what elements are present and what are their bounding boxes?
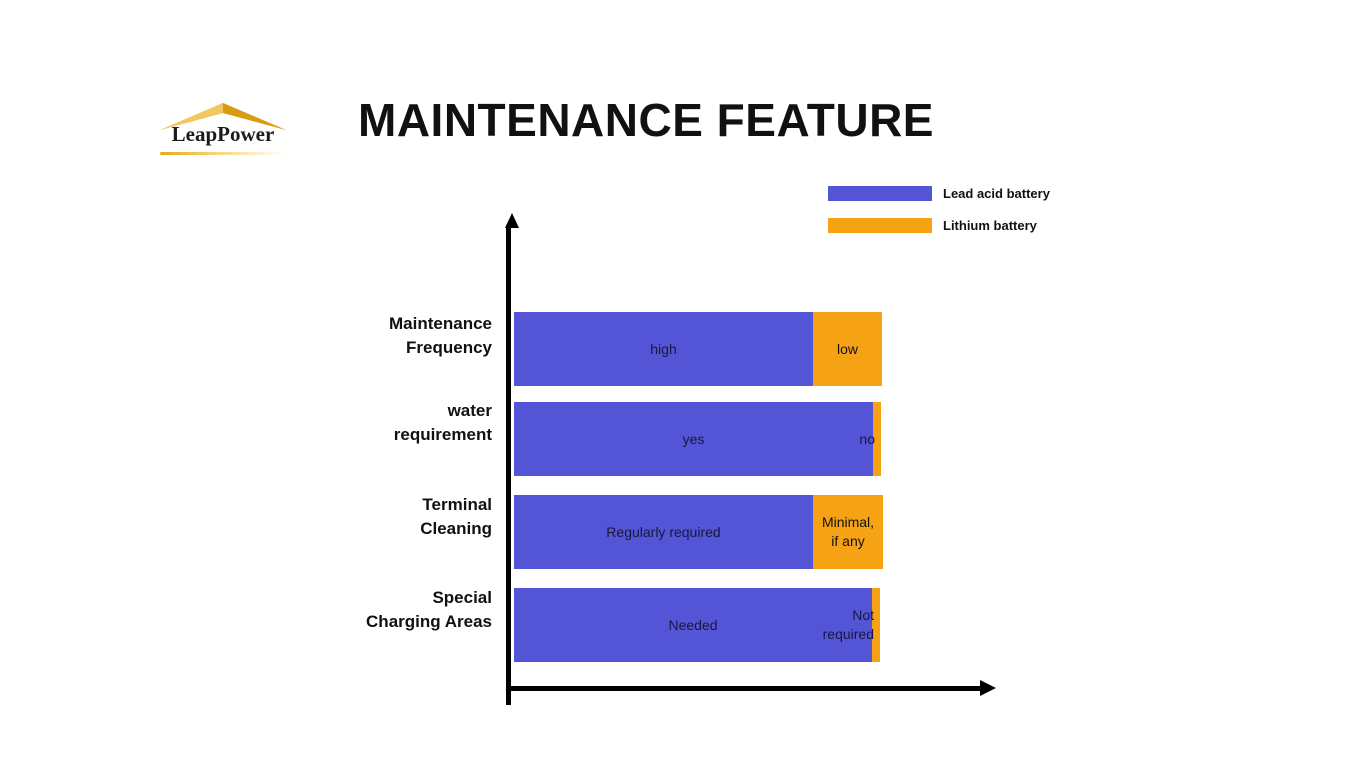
category-label-special-charging-areas: Special Charging Areas: [252, 586, 492, 634]
legend-item-lithium: Lithium battery: [828, 215, 1050, 235]
legend-label-lithium: Lithium battery: [943, 217, 1037, 233]
bar-segment-label-line: required: [822, 626, 874, 642]
bar-segment-label-line: if any: [831, 533, 865, 549]
legend-item-lead-acid: Lead acid battery: [828, 183, 1050, 203]
category-label-terminal-cleaning: Terminal Cleaning: [252, 493, 492, 541]
bar-segment-label: Regularly required: [606, 523, 721, 540]
legend-swatch-lithium: [828, 217, 932, 233]
page-title: MAINTENANCE FEATURE: [358, 94, 934, 146]
logo-wordmark: LeapPower: [171, 122, 275, 146]
bar-segment-label: Needed: [668, 616, 718, 633]
bar-segment-label: yes: [682, 430, 705, 447]
bar-segment-lithium[interactable]: low: [813, 312, 882, 386]
leappower-logo: LeapPower: [158, 100, 288, 160]
bar-segment-lithium[interactable]: Minimal, if any: [813, 495, 883, 569]
bar-segment-label: high: [650, 340, 677, 357]
bar-segment-lithium[interactable]: Not required: [823, 588, 880, 662]
bar-row-water-requirement[interactable]: yes no: [514, 402, 881, 476]
bar-segment-lead-acid[interactable]: high: [514, 312, 813, 386]
category-label-line: Maintenance: [389, 314, 492, 333]
bar-row-terminal-cleaning[interactable]: Regularly required Minimal, if any: [514, 495, 883, 569]
category-axis-labels: Maintenance Frequency water requirement …: [248, 215, 492, 695]
category-label-water-requirement: water requirement: [252, 399, 492, 447]
category-label-line: Charging Areas: [366, 612, 492, 631]
x-axis-line: [506, 680, 996, 696]
bar-segment-label: low: [836, 340, 858, 357]
category-label-line: requirement: [393, 425, 492, 444]
category-label-line: Frequency: [406, 338, 492, 357]
y-axis-arrowhead: [505, 213, 519, 228]
bar-segment-lead-acid[interactable]: Regularly required: [514, 495, 813, 569]
stacked-bar-chart: high low yes no Regularly required Minim…: [500, 213, 1010, 715]
chart-legend: Lead acid battery Lithium battery: [828, 183, 1050, 247]
category-label-line: Terminal: [422, 495, 492, 514]
category-label-line: Special: [432, 588, 492, 607]
bar-segment-label-line: Not: [852, 607, 874, 623]
legend-swatch-lead-acid: [828, 185, 932, 201]
category-label-line: Cleaning: [420, 519, 492, 538]
bar-segment-lead-acid[interactable]: Needed: [514, 588, 872, 662]
bar-segment-lithium[interactable]: no: [859, 402, 881, 476]
bar-segment-label: no: [859, 430, 875, 447]
bar-row-special-charging-areas[interactable]: Needed Not required: [514, 588, 880, 662]
bar-segment-label: Not required: [744, 606, 874, 644]
legend-label-lead-acid: Lead acid battery: [943, 185, 1050, 201]
bar-segment-lead-acid[interactable]: yes: [514, 402, 873, 476]
logo-underline: [160, 152, 286, 155]
roof-icon: [160, 103, 286, 130]
bar-row-maintenance-frequency[interactable]: high low: [514, 312, 882, 386]
y-axis-line: [505, 213, 519, 705]
category-label-line: water: [447, 401, 492, 420]
bar-segment-label: Minimal, if any: [813, 513, 883, 551]
bar-segment-label-line: Minimal,: [821, 514, 875, 530]
category-label-maintenance-frequency: Maintenance Frequency: [252, 312, 492, 360]
x-axis-arrowhead: [980, 680, 996, 696]
